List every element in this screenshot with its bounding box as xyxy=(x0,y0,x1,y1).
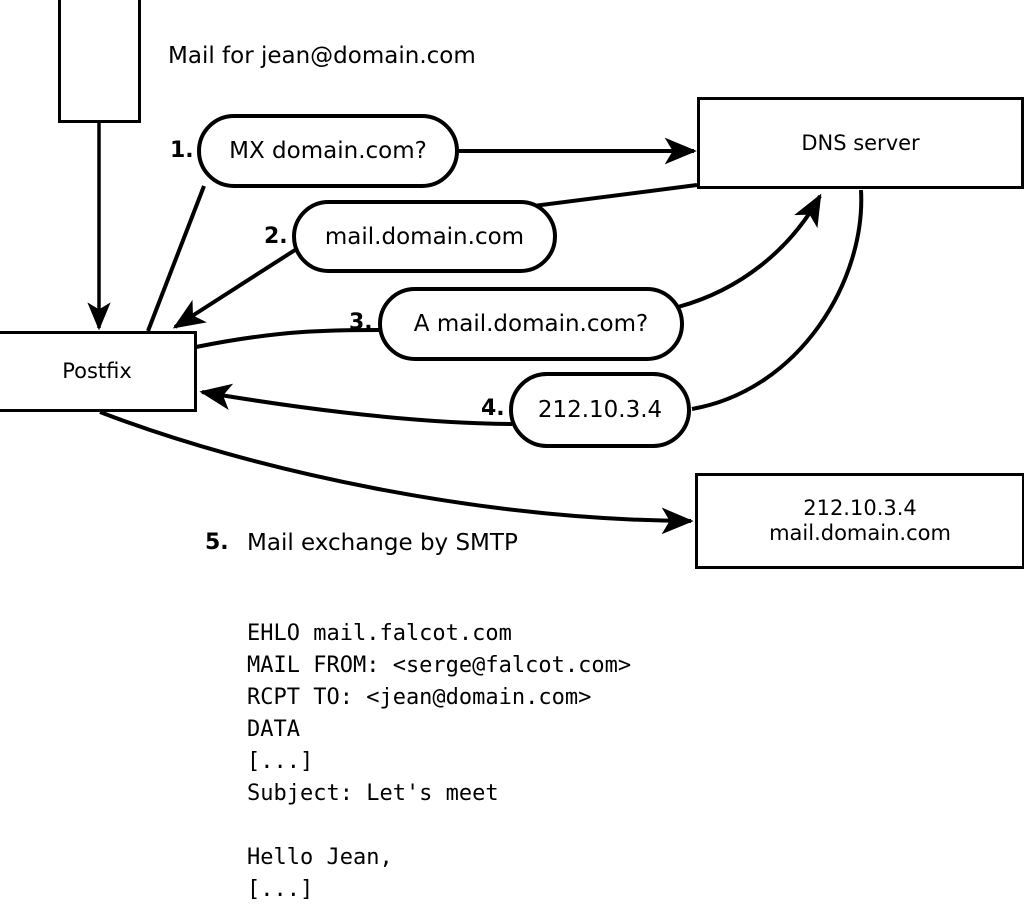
line-postfix-to-step1 xyxy=(146,185,206,332)
message-pill-label: 212.10.3.4 xyxy=(537,397,663,423)
step-number-5: 5. xyxy=(205,530,229,555)
step-number-2: 2. xyxy=(264,224,288,249)
smtp-transcript-text: EHLO mail.falcot.com MAIL FROM: <serge@f… xyxy=(247,621,632,919)
step-5-label: Mail exchange by SMTP xyxy=(247,530,518,556)
target-mail-server-label: 212.10.3.4 mail.domain.com xyxy=(769,496,951,545)
step-number-1: 1. xyxy=(170,138,194,163)
message-pill-mx-query[interactable]: MX domain.com? xyxy=(197,114,459,188)
step-number-4: 4. xyxy=(481,396,505,421)
mail-for-caption: Mail for jean@domain.com xyxy=(168,43,476,69)
dns-server-label: DNS server xyxy=(801,130,920,155)
line-dns-to-step4 xyxy=(691,189,864,411)
message-pill-a-query[interactable]: A mail.domain.com? xyxy=(378,287,684,361)
message-pill-label: mail.domain.com xyxy=(324,223,525,250)
message-pill-a-answer[interactable]: 212.10.3.4 xyxy=(509,372,691,448)
arrow-step3-to-dns xyxy=(677,193,822,309)
target-mail-server-box[interactable]: 212.10.3.4 mail.domain.com xyxy=(695,473,1024,569)
postfix-server-label: Postfix xyxy=(62,359,132,384)
arrow-step4-to-postfix xyxy=(199,383,513,426)
message-pill-mx-answer[interactable]: mail.domain.com xyxy=(292,200,557,273)
dns-server-box[interactable]: DNS server xyxy=(697,97,1024,189)
postfix-server-box[interactable]: Postfix xyxy=(0,331,197,412)
message-pill-label: A mail.domain.com? xyxy=(413,311,649,337)
step-number-3: 3. xyxy=(349,310,373,335)
message-pill-label: MX domain.com? xyxy=(229,138,427,164)
arrow-step2-to-postfix xyxy=(172,248,297,329)
client-host-box[interactable] xyxy=(58,0,141,123)
